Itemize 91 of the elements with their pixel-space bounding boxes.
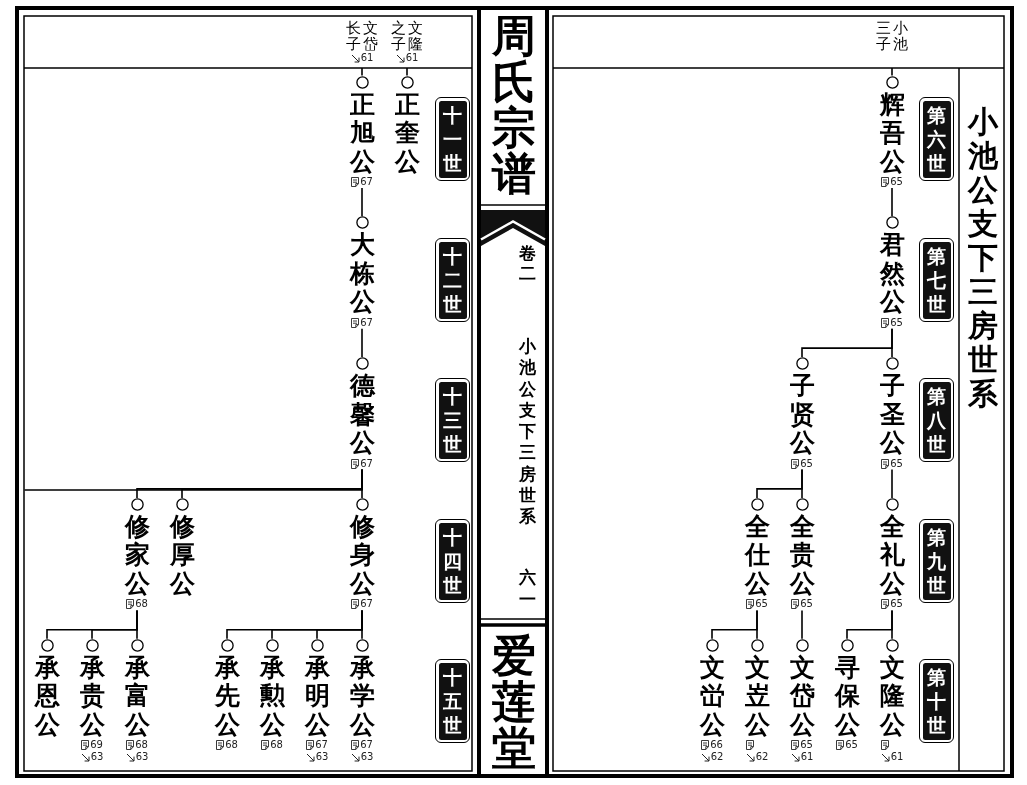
person-name: 子圣公 [878, 372, 906, 458]
reference-number: 67 [360, 176, 373, 188]
person-name: 大栋公 [348, 231, 376, 317]
person-name: 全贵公 [788, 512, 816, 599]
generation-label: 十二世 [435, 237, 470, 322]
reference-number: 67 [360, 739, 373, 752]
person-name: 文岦公 [743, 653, 771, 740]
reference-number: 67 [360, 316, 373, 329]
person-name: 承学公 [348, 653, 376, 740]
person-name: 文岱公 [788, 653, 816, 740]
page-number: 六一 [517, 566, 537, 610]
generation-label: 十三世 [435, 378, 470, 462]
generation-label: 第九世 [919, 518, 954, 603]
reference-number: 65 [755, 598, 768, 611]
reference-number: 63 [360, 751, 374, 764]
lineage-line [406, 67, 408, 77]
generation-label: 十四世 [435, 518, 470, 603]
book-title: 周氏宗谱 [491, 13, 537, 197]
person-name: 子贤公 [788, 372, 816, 458]
lineage-line [46, 609, 138, 640]
person-name: 德馨公 [348, 372, 376, 458]
person-name: 寻保公 [833, 653, 861, 740]
person-name: 承勲公 [258, 653, 286, 740]
generation-label: 十五世 [435, 659, 470, 743]
reference-number: 65 [800, 739, 813, 752]
person-name: 文隆公 [878, 653, 906, 740]
person-name: 全仕公 [743, 512, 771, 599]
reference-number: 65 [845, 739, 858, 752]
reference-number: 65 [890, 457, 903, 470]
reference-number: 68 [135, 739, 148, 752]
reference-number: 62 [710, 751, 724, 764]
person-name: 正奎公 [393, 90, 421, 176]
section-title: 小池公支下三房世系 [967, 105, 999, 411]
reference-number: 63 [315, 751, 329, 764]
lineage-line [711, 609, 758, 640]
reference-number: 62 [755, 751, 769, 764]
person-name: 正旭公 [348, 90, 376, 176]
generation-label: 第七世 [919, 237, 954, 322]
reference-number: 61 [360, 52, 374, 64]
person-name: 全礼公 [878, 512, 906, 599]
generation-label: 第六世 [919, 97, 954, 181]
volume-number: 卷二 [517, 243, 537, 283]
reference-number: 67 [315, 739, 328, 752]
lineage-line [23, 468, 363, 491]
reference-number: 68 [270, 739, 283, 752]
person-name: 承富公 [123, 653, 151, 740]
reference-number: 65 [890, 316, 903, 329]
reference-number: 67 [360, 457, 373, 470]
reference-number: 63 [90, 751, 104, 764]
reference-number: 61 [890, 751, 904, 764]
person-name: 承恩公 [33, 653, 61, 740]
person-name: 修厚公 [168, 512, 196, 599]
generation-label: 第八世 [919, 378, 954, 462]
lineage-line [801, 328, 893, 358]
lineage-note: 小池三子 [875, 20, 909, 52]
reference-number: 61 [405, 52, 419, 64]
lineage-line [756, 468, 803, 499]
lineage-line [361, 187, 363, 218]
person-name: 修身公 [348, 512, 376, 599]
hall-name: 爱莲堂 [491, 633, 537, 771]
lineage-line [891, 67, 893, 77]
reference-number: 65 [890, 176, 903, 188]
reference-number: 65 [800, 598, 813, 611]
section-title: 小池公支下三房世系 [517, 336, 537, 528]
person-name: 承先公 [213, 653, 241, 740]
person-name: 文峃公 [698, 653, 726, 740]
lineage-line [361, 328, 363, 358]
reference-number: 63 [135, 751, 149, 764]
person-name: 修家公 [123, 512, 151, 599]
reference-number: 69 [90, 739, 103, 752]
person-name: 承贵公 [78, 653, 106, 740]
lineage-line [801, 609, 803, 640]
reference-number: 65 [800, 457, 813, 470]
reference-number: 68 [135, 598, 148, 611]
person-name: 辉吾公 [878, 90, 906, 176]
reference-number: 66 [710, 739, 723, 752]
lineage-line [891, 468, 893, 499]
reference-number: 65 [890, 598, 903, 611]
generation-label: 十一世 [435, 97, 470, 181]
lineage-line [846, 609, 893, 640]
reference-number: 67 [360, 598, 373, 611]
generation-label: 第十世 [919, 659, 954, 743]
lineage-line [361, 67, 363, 77]
lineage-note: 文岱长子 [345, 20, 379, 52]
reference-number: 68 [225, 739, 238, 752]
person-name: 承明公 [303, 653, 331, 740]
lineage-line [891, 187, 893, 218]
reference-number: 61 [800, 751, 814, 764]
lineage-note: 文隆之子 [390, 20, 424, 52]
person-name: 君然公 [878, 231, 906, 317]
lineage-line [226, 609, 363, 640]
